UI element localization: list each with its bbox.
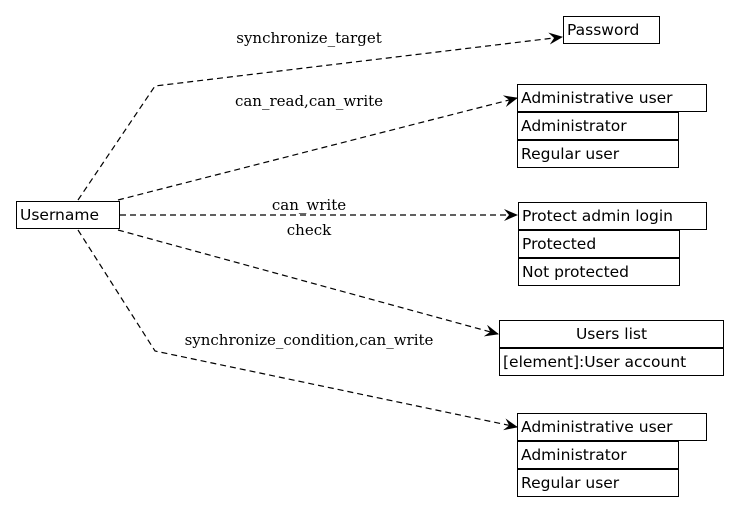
- edge-label-to-admin-user-1: can_read,can_write: [235, 92, 383, 110]
- admin-user-1-option-regular-user: Regular user: [517, 140, 679, 168]
- edge-to-password: [77, 32, 563, 201]
- edge-label-to-password: synchronize_target: [236, 29, 381, 47]
- users-list-title: Users list: [499, 320, 724, 348]
- edge-to-admin-user-1: [117, 95, 518, 201]
- username-node-label: Username: [16, 201, 120, 229]
- protect-admin-login-option-not-protected: Not protected: [518, 258, 680, 286]
- admin-user-1-title: Administrative user: [517, 84, 707, 112]
- protect-admin-login-title: Protect admin login: [518, 202, 707, 230]
- protect-admin-login-option-protected: Protected: [518, 230, 680, 258]
- edge-label-to-admin-user-2: synchronize_condition,can_write: [185, 331, 434, 349]
- edge-label-to-protect-admin-login: can_write: [272, 196, 346, 214]
- admin-user-2-title: Administrative user: [517, 413, 707, 441]
- edge-to-users-list: [117, 229, 499, 337]
- edge-to-admin-user-2: [77, 229, 518, 431]
- admin-user-1-option-administrator: Administrator: [517, 112, 679, 140]
- admin-user-2-option-administrator: Administrator: [517, 441, 679, 469]
- users-list-element: [element]:User account: [499, 348, 724, 376]
- password-node-label: Password: [563, 16, 660, 44]
- admin-user-2-option-regular-user: Regular user: [517, 469, 679, 497]
- edge-label-to-users-list: check: [287, 221, 332, 239]
